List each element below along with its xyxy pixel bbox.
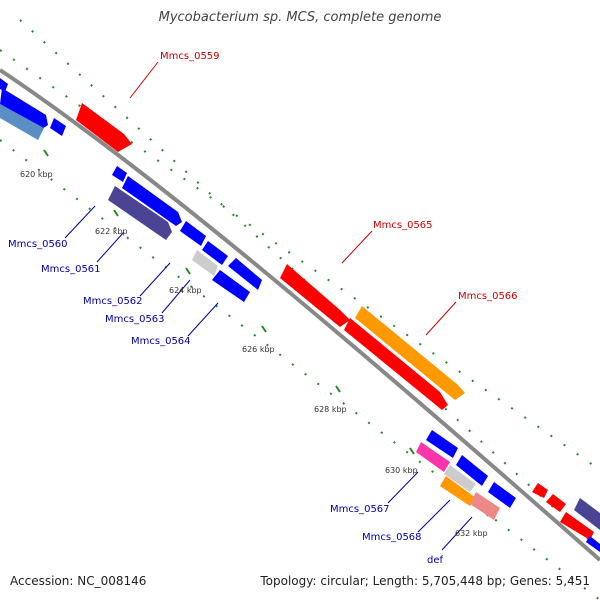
label-mmcs-0566[interactable]: Mmcs_0566: [458, 291, 518, 302]
tick-mark-622: [113, 209, 119, 217]
tick-label-622: 622 kbp: [95, 227, 128, 236]
tick-labels: 620 kbp 622 kbp 624 kbp 626 kbp 628 kbp …: [20, 170, 488, 538]
gene-blue-632a[interactable]: [456, 455, 488, 486]
gene-blue-pair-2[interactable]: [202, 241, 228, 265]
tick-label-630: 630 kbp: [385, 466, 418, 475]
gene-left-blue-2[interactable]: [0, 88, 48, 129]
leader-mmcs-0562: [139, 262, 171, 297]
gene-blue-mid[interactable]: [122, 176, 182, 226]
scale-ticks: [43, 149, 489, 517]
gene-blue-630[interactable]: [426, 430, 458, 458]
leader-mmcs-0559: [129, 61, 159, 99]
gene-far-red-2[interactable]: [546, 494, 566, 512]
leader-mmcs-0560: [64, 205, 96, 239]
leader-mmcs-0566: [425, 301, 457, 336]
accession-text: Accession: NC_008146: [10, 574, 147, 588]
label-mmcs-0560[interactable]: Mmcs_0560: [8, 239, 68, 250]
label-mmcs-0561[interactable]: Mmcs_0561: [41, 264, 101, 275]
gene-labels: Mmcs_0559 Mmcs_0565 Mmcs_0566 Mmcs_0560 …: [8, 51, 518, 566]
gene-far-red-1[interactable]: [532, 483, 548, 498]
gene-far-navy[interactable]: [574, 498, 600, 530]
gene-blue-small[interactable]: [112, 166, 127, 182]
tick-label-632: 632 kbp: [455, 529, 488, 538]
tick-mark-624: [185, 267, 191, 275]
label-mmcs-0568[interactable]: Mmcs_0568: [362, 532, 422, 543]
leader-mmcs-0565: [341, 230, 373, 264]
tick-mark-628: [335, 385, 341, 393]
tick-label-624: 624 kbp: [169, 286, 202, 295]
tick-label-628: 628 kbp: [314, 405, 347, 414]
tick-label-626: 626 kbp: [242, 345, 275, 354]
gene-mmcs-0568[interactable]: [440, 476, 476, 506]
gene-red-far-lower[interactable]: [560, 512, 594, 540]
gene-blue-pair-1[interactable]: [180, 221, 206, 246]
map-title: Mycobacterium sp. MCS, complete genome: [158, 10, 442, 25]
tick-mark-630: [409, 447, 415, 455]
genes: [0, 78, 600, 552]
tick-mark-626: [261, 325, 267, 333]
label-leader-lines: [64, 61, 473, 551]
gene-salmon[interactable]: [470, 492, 500, 520]
gene-grey-632[interactable]: [444, 465, 476, 492]
guide-tracks: [0, 19, 600, 600]
gene-blue-632b[interactable]: [488, 482, 516, 508]
tick-label-620: 620 kbp: [20, 170, 53, 179]
label-mmcs-0567[interactable]: Mmcs_0567: [330, 504, 390, 515]
leader-mmcs-0568: [417, 499, 451, 533]
gene-mmcs-0566[interactable]: [355, 306, 465, 400]
label-mmcs-0562[interactable]: Mmcs_0562: [83, 296, 143, 307]
label-mmcs-0564[interactable]: Mmcs_0564: [131, 336, 191, 347]
guide-track-inner: [0, 139, 600, 600]
gene-blue-arrow[interactable]: [228, 258, 262, 290]
leader-mmcs-0564: [187, 302, 219, 337]
gene-red-long[interactable]: [344, 318, 448, 410]
label-mmcs-0563[interactable]: Mmcs_0563: [105, 314, 165, 325]
leader-def: [441, 516, 473, 551]
genome-backbone: [0, 68, 600, 562]
gene-blue-far-lower[interactable]: [586, 536, 600, 552]
tick-mark-620: [43, 149, 49, 157]
gene-left-blue-3[interactable]: [50, 118, 66, 136]
label-mmcs-0565[interactable]: Mmcs_0565: [373, 220, 433, 231]
gene-mmcs-0559[interactable]: [76, 103, 132, 152]
gene-left-steel[interactable]: [0, 104, 44, 140]
gene-mmcs-0564[interactable]: [212, 270, 250, 302]
leader-mmcs-0561: [96, 231, 125, 263]
genome-summary-text: Topology: circular; Length: 5,705,448 bp…: [260, 574, 590, 588]
leader-mmcs-0563: [161, 279, 191, 314]
leader-mmcs-0567: [387, 471, 419, 504]
gene-mmcs-0565[interactable]: [280, 264, 350, 327]
gene-mmcs-0563[interactable]: [192, 250, 218, 276]
label-def[interactable]: def: [427, 555, 444, 566]
gene-mmcs-0561[interactable]: [108, 186, 172, 240]
label-mmcs-0559[interactable]: Mmcs_0559: [160, 51, 220, 62]
gene-mmcs-0567[interactable]: [416, 442, 450, 472]
